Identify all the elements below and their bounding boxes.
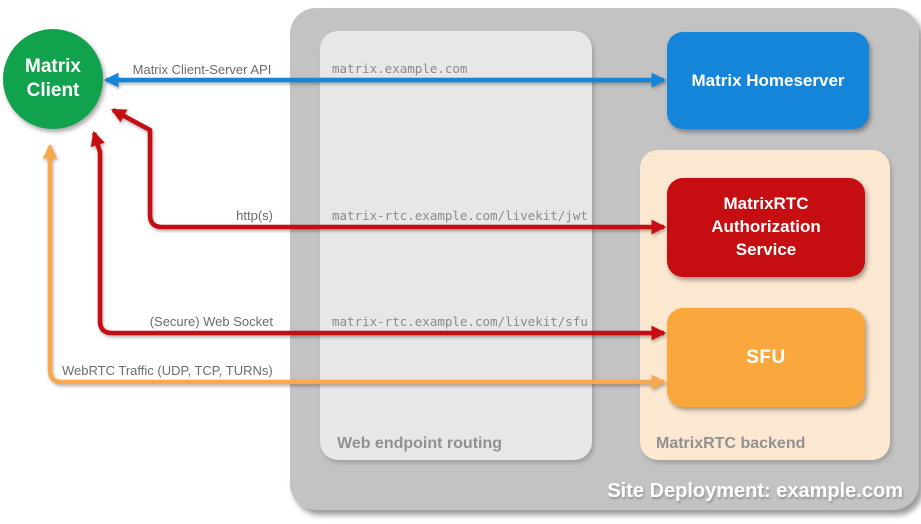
matrix-client-label: Matrix Client — [25, 56, 81, 101]
endpoint-url-livekit-sfu: matrix-rtc.example.com/livekit/sfu — [332, 314, 588, 329]
sfu-node: SFU — [667, 308, 865, 407]
websocket-label: (Secure) Web Socket — [149, 314, 273, 329]
matrix-homeserver-node: Matrix Homeserver — [667, 32, 869, 129]
https-label: http(s) — [236, 208, 273, 223]
matrix-client-node: Matrix Client — [3, 29, 103, 129]
webrtc-traffic-label: WebRTC Traffic (UDP, TCP, TURNs) — [62, 363, 273, 378]
web-endpoint-routing-label: Web endpoint routing — [337, 435, 503, 452]
endpoint-url-livekit-jwt: matrix-rtc.example.com/livekit/jwt — [332, 208, 588, 223]
matrix-homeserver-label: Matrix Homeserver — [691, 70, 845, 90]
matrixrtc-backend-label: MatrixRTC backend — [656, 435, 806, 452]
endpoint-url-matrix: matrix.example.com — [332, 61, 468, 76]
matrixrtc-auth-service-node: MatrixRTC Authorization Service — [667, 178, 865, 277]
web-endpoint-routing-box — [320, 31, 592, 460]
matrixrtc-auth-service-label: MatrixRTC Authorization Service — [711, 194, 821, 259]
site-deployment-label: Site Deployment: example.com — [607, 480, 903, 502]
client-server-api-label: Matrix Client-Server API — [132, 62, 272, 77]
sfu-label: SFU — [746, 346, 786, 368]
